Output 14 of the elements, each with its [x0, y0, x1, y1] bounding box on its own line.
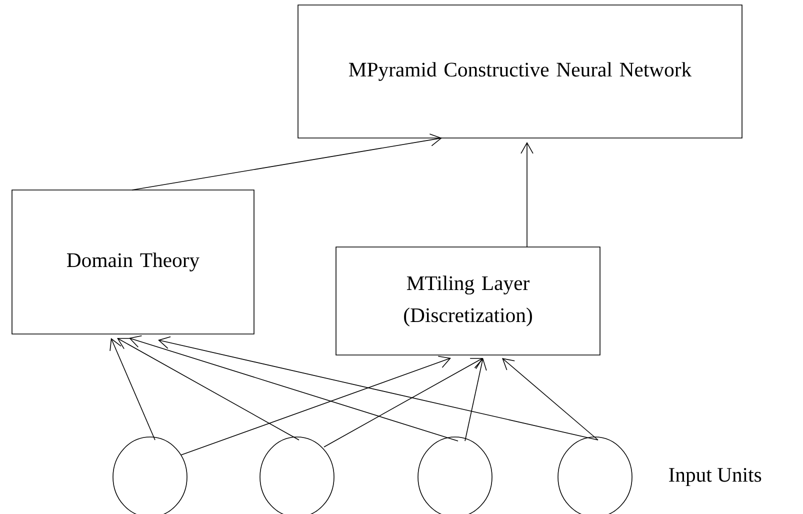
- arrow: [324, 358, 483, 448]
- arrow: [464, 358, 487, 442]
- process-box: Domain Theory: [12, 190, 254, 334]
- arrow: [129, 335, 458, 442]
- arrow: [180, 356, 451, 456]
- arrow: [110, 338, 156, 440]
- arrow: [158, 336, 598, 440]
- arrow: [502, 358, 598, 440]
- arrow: [117, 338, 300, 440]
- arrow: [520, 142, 534, 248]
- arrow: [132, 134, 442, 190]
- process-box: MPyramid Constructive Neural Network: [298, 4, 742, 138]
- group-label: Input Units: [669, 468, 762, 486]
- process-box: MTiling Layer (Discretization): [336, 246, 600, 356]
